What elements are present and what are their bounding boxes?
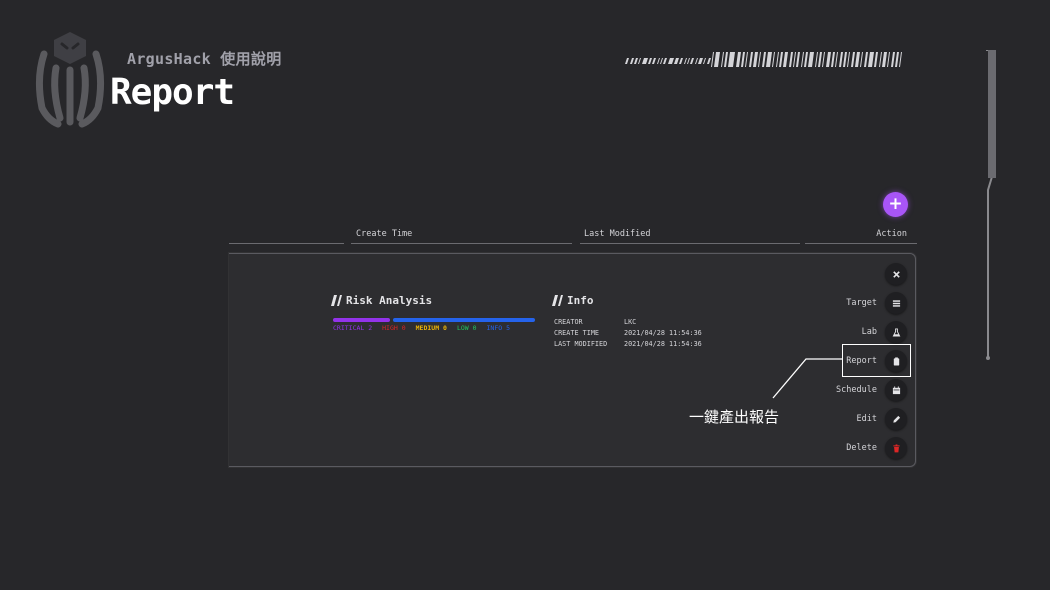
- action-delete-label: Delete: [846, 443, 877, 453]
- action-edit[interactable]: Edit: [787, 408, 907, 430]
- risk-medium: MEDIUM 0: [415, 324, 447, 332]
- action-delete[interactable]: Delete: [787, 437, 907, 459]
- delete-button[interactable]: [885, 437, 907, 459]
- calendar-icon: [892, 385, 900, 394]
- list-icon: [892, 299, 900, 307]
- info-value-last-modified: 2021/04/28 11:54:36: [624, 340, 702, 348]
- callout-line: [772, 358, 842, 399]
- schedule-button[interactable]: [885, 379, 907, 401]
- report-button[interactable]: [885, 350, 907, 372]
- info-value-create-time: 2021/04/28 11:54:36: [624, 329, 702, 337]
- detail-panel: Risk Analysis CRITICAL 2 HIGH 0 MEDIUM 0…: [229, 253, 916, 467]
- info-key-create-time: CREATE TIME: [554, 329, 600, 337]
- page-title: Report: [110, 72, 235, 113]
- lab-button[interactable]: [885, 321, 907, 343]
- risk-high: HIGH 0: [382, 324, 406, 332]
- info-grid: CREATOR LKC CREATE TIME 2021/04/28 11:54…: [554, 318, 702, 348]
- risk-bar: [333, 318, 535, 322]
- risk-bar-info: [392, 318, 535, 322]
- column-header-create-time[interactable]: Create Time: [351, 229, 572, 244]
- risk-legend: CRITICAL 2 HIGH 0 MEDIUM 0 LOW 0 INFO 5: [333, 324, 510, 332]
- trash-icon: [892, 443, 900, 452]
- flask-icon: [892, 327, 900, 337]
- report-highlight-box: [842, 344, 911, 377]
- double-slash-icon: [552, 295, 563, 306]
- action-lab[interactable]: Lab: [787, 321, 907, 343]
- decorative-stripes: [625, 52, 902, 67]
- column-header-last-modified[interactable]: Last Modified: [580, 229, 800, 244]
- risk-analysis-title: Risk Analysis: [331, 294, 432, 307]
- pencil-icon: [892, 415, 900, 423]
- info-key-last-modified: LAST MODIFIED: [554, 340, 608, 348]
- column-header-name[interactable]: [229, 229, 344, 244]
- action-report-label: Report: [846, 356, 877, 366]
- risk-critical: CRITICAL 2: [333, 324, 373, 332]
- double-slash-icon: [331, 295, 342, 306]
- action-lab-label: Lab: [861, 327, 877, 337]
- argushack-logo: [35, 32, 105, 128]
- risk-analysis-label: Risk Analysis: [346, 294, 433, 307]
- target-button[interactable]: [885, 292, 907, 314]
- decorative-rail: [986, 50, 996, 360]
- info-key-creator: CREATOR: [554, 318, 583, 326]
- close-row: [787, 263, 907, 285]
- column-header-action: Action: [805, 229, 917, 244]
- plus-icon: +: [888, 194, 903, 214]
- edit-button[interactable]: [885, 408, 907, 430]
- action-schedule-label: Schedule: [836, 385, 877, 395]
- brand-subtitle: ArgusHack 使用說明: [127, 50, 282, 68]
- close-icon: [892, 270, 900, 278]
- risk-info: INFO 5: [486, 324, 510, 332]
- action-target-label: Target: [846, 298, 877, 308]
- info-label: Info: [567, 294, 594, 307]
- action-edit-label: Edit: [856, 414, 877, 424]
- action-report[interactable]: Report: [787, 350, 907, 372]
- clipboard-icon: [893, 356, 899, 366]
- info-title: Info: [552, 294, 594, 307]
- action-schedule[interactable]: Schedule: [787, 379, 907, 401]
- risk-low: LOW 0: [456, 324, 477, 332]
- add-button[interactable]: +: [883, 192, 908, 217]
- info-value-creator: LKC: [624, 318, 637, 326]
- callout-text: 一鍵產出報告: [689, 408, 780, 426]
- action-target[interactable]: Target: [787, 292, 907, 314]
- close-button[interactable]: [885, 263, 907, 285]
- risk-bar-critical: [333, 318, 390, 322]
